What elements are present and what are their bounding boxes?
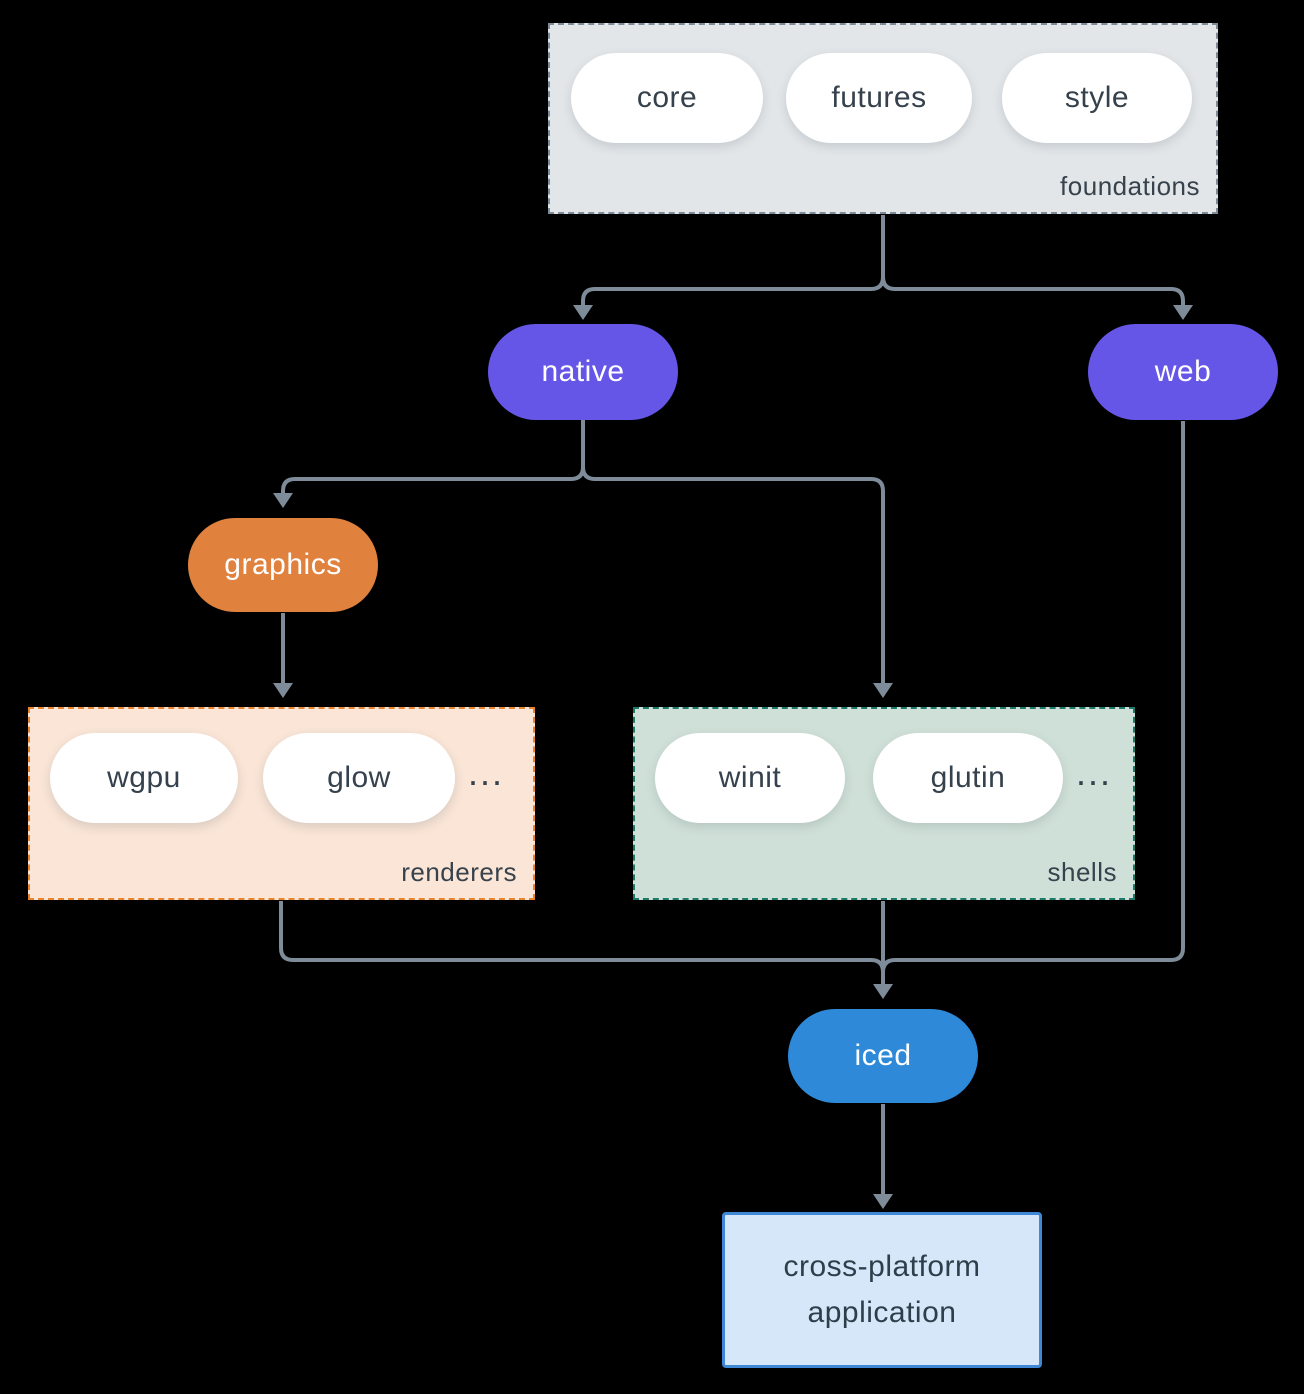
node-glow: glow	[263, 733, 455, 823]
node-wgpu: wgpu	[50, 733, 238, 823]
edge-foundations-to-native	[581, 215, 885, 306]
node-style: style	[1002, 53, 1192, 143]
node-wgpu-label: wgpu	[107, 761, 181, 794]
node-web-label: web	[1154, 355, 1212, 388]
node-core-label: core	[636, 81, 698, 114]
edge-foundations-to-web	[881, 276, 1185, 306]
node-glow-label: glow	[327, 761, 391, 794]
application-label-line1: cross-platform	[783, 1250, 981, 1283]
group-renderers-label: renderers	[401, 857, 517, 887]
node-graphics: graphics	[188, 518, 378, 612]
node-winit: winit	[655, 733, 845, 823]
node-web: web	[1088, 324, 1278, 420]
arrowhead-into-graphics	[273, 493, 293, 508]
renderers-ellipsis: ...	[468, 752, 505, 793]
shells-ellipsis: ...	[1076, 752, 1113, 793]
application-label-line2: application	[807, 1296, 957, 1329]
edge-renderers-to-iced	[279, 901, 885, 973]
node-core: core	[571, 53, 763, 143]
node-native: native	[488, 324, 678, 420]
node-cross-platform-application: cross-platform application	[722, 1212, 1042, 1368]
edge-native-to-graphics	[281, 420, 585, 494]
node-futures: futures	[786, 53, 972, 143]
group-shells-label: shells	[1047, 857, 1117, 887]
node-iced: iced	[788, 1009, 978, 1103]
node-style-label: style	[1064, 81, 1130, 114]
node-glutin-label: glutin	[930, 761, 1006, 794]
arrowhead-into-application	[873, 1194, 893, 1209]
node-native-label: native	[541, 355, 625, 388]
arrowhead-into-native	[573, 305, 593, 320]
arrowhead-into-iced	[873, 984, 893, 999]
node-graphics-label: graphics	[224, 548, 342, 581]
edge-native-to-shells	[581, 466, 885, 684]
node-iced-label: iced	[854, 1039, 912, 1072]
arrowhead-into-renderers	[273, 683, 293, 698]
group-foundations-label: foundations	[1060, 171, 1200, 201]
arrowhead-into-web	[1173, 305, 1193, 320]
node-glutin: glutin	[873, 733, 1063, 823]
arrowhead-into-shells	[873, 683, 893, 698]
node-futures-label: futures	[831, 81, 927, 114]
node-winit-label: winit	[718, 761, 782, 794]
